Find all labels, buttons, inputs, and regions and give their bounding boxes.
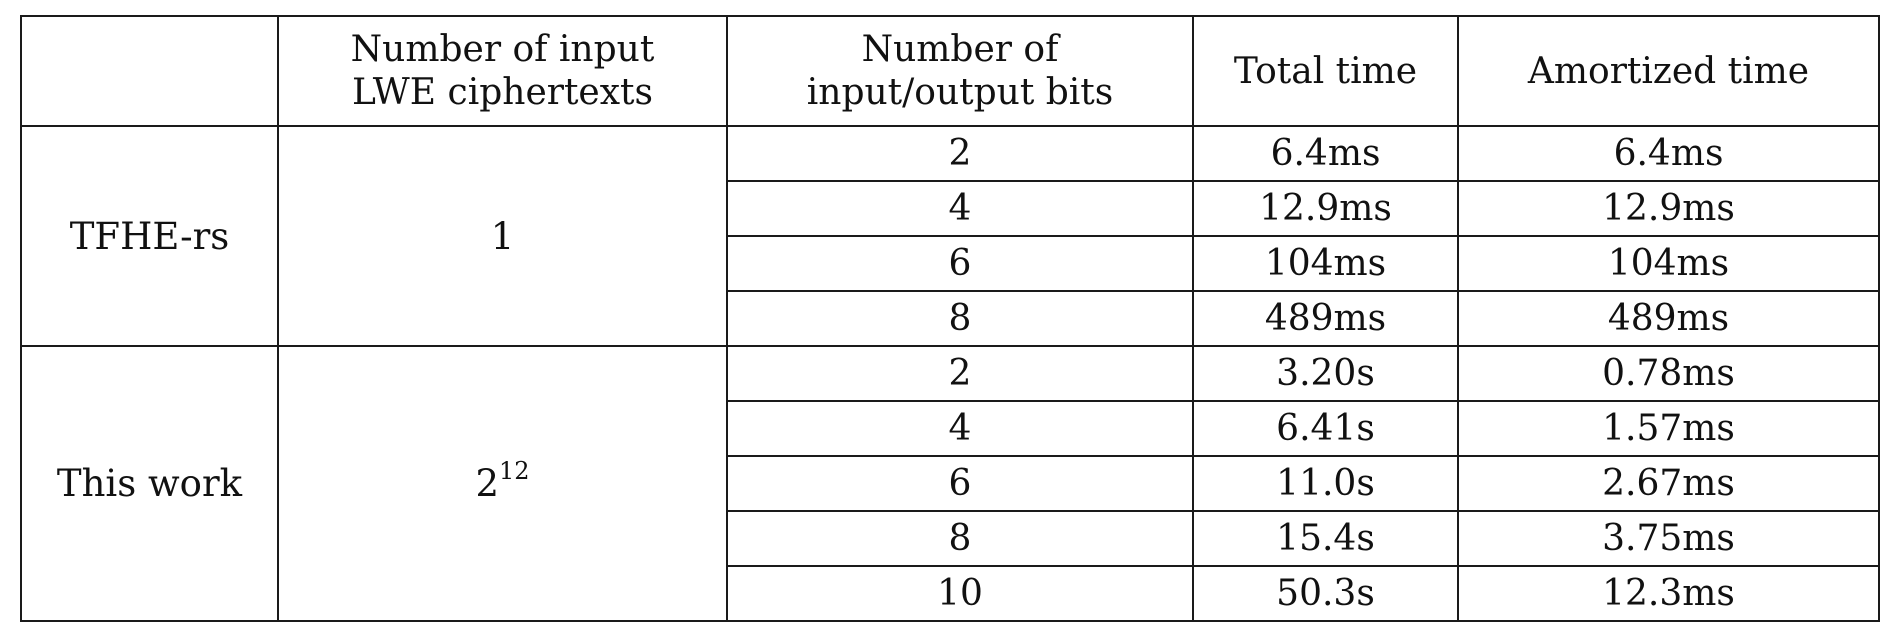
ciphertexts-exponent: 12 xyxy=(499,457,530,485)
table-row: This work 212 2 3.20s 0.78ms xyxy=(20,345,1880,622)
header-num-ciphertexts-line-1: Number of input xyxy=(350,29,655,70)
table-row: TFHE-rs 1 2 6.4ms 6.4ms xyxy=(20,125,1880,347)
header-method xyxy=(20,15,279,127)
cell-total-time: 3.20s xyxy=(1192,345,1459,402)
group-ciphertexts-this-work: 212 xyxy=(277,345,728,622)
header-num-bits: Number of input/output bits xyxy=(726,15,1194,127)
group-method-tfhe-rs: TFHE-rs xyxy=(20,125,279,347)
cell-bits: 2 xyxy=(726,125,1194,182)
table-body: TFHE-rs 1 2 6.4ms 6.4ms 4 12.9ms 12.9ms … xyxy=(20,125,1880,622)
cell-total-time: 50.3s xyxy=(1192,565,1459,622)
table-row: 4 12.9ms 12.9ms xyxy=(21,180,1880,237)
cell-amortized-time: 12.9ms xyxy=(1457,180,1880,237)
table-row: 6 11.0s 2.67ms xyxy=(21,455,1880,512)
results-table: Number of input LWE ciphertexts Number o… xyxy=(20,15,1880,622)
ciphertexts-base: 1 xyxy=(490,214,515,258)
table-row: 10 50.3s 12.3ms xyxy=(21,565,1880,622)
cell-amortized-time: 1.57ms xyxy=(1457,400,1880,457)
header-total-time: Total time xyxy=(1192,15,1459,127)
table-row: 4 6.41s 1.57ms xyxy=(21,400,1880,457)
cell-bits: 8 xyxy=(726,510,1194,567)
cell-amortized-time: 12.3ms xyxy=(1457,565,1880,622)
cell-amortized-time: 6.4ms xyxy=(1457,125,1880,182)
cell-amortized-time: 0.78ms xyxy=(1457,345,1880,402)
ciphertexts-base: 2 xyxy=(475,462,499,505)
header-num-bits-line-1: Number of xyxy=(861,29,1059,70)
header-num-ciphertexts-line-2: LWE ciphertexts xyxy=(352,72,653,113)
cell-total-time: 104ms xyxy=(1192,235,1459,292)
header-num-ciphertexts: Number of input LWE ciphertexts xyxy=(277,15,728,127)
cell-bits: 6 xyxy=(726,235,1194,292)
cell-bits: 2 xyxy=(726,345,1194,402)
header-amortized-time: Amortized time xyxy=(1457,15,1880,127)
table-row: 8 489ms 489ms xyxy=(21,290,1880,347)
cell-bits: 4 xyxy=(726,400,1194,457)
table-header: Number of input LWE ciphertexts Number o… xyxy=(20,15,1880,127)
cell-total-time: 6.41s xyxy=(1192,400,1459,457)
cell-total-time: 489ms xyxy=(1192,290,1459,347)
table-row: 6 104ms 104ms xyxy=(21,235,1880,292)
cell-amortized-time: 489ms xyxy=(1457,290,1880,347)
cell-total-time: 12.9ms xyxy=(1192,180,1459,237)
cell-bits: 4 xyxy=(726,180,1194,237)
header-row: Number of input LWE ciphertexts Number o… xyxy=(20,15,1880,127)
cell-total-time: 6.4ms xyxy=(1192,125,1459,182)
table-row: 8 15.4s 3.75ms xyxy=(21,510,1880,567)
group-method-this-work: This work xyxy=(20,345,279,622)
header-num-bits-line-2: input/output bits xyxy=(806,72,1114,113)
group-ciphertexts-tfhe-rs: 1 xyxy=(277,125,728,347)
cell-bits: 6 xyxy=(726,455,1194,512)
cell-amortized-time: 3.75ms xyxy=(1457,510,1880,567)
cell-amortized-time: 2.67ms xyxy=(1457,455,1880,512)
cell-total-time: 15.4s xyxy=(1192,510,1459,567)
cell-bits: 8 xyxy=(726,290,1194,347)
cell-total-time: 11.0s xyxy=(1192,455,1459,512)
cell-bits: 10 xyxy=(726,565,1194,622)
cell-amortized-time: 104ms xyxy=(1457,235,1880,292)
